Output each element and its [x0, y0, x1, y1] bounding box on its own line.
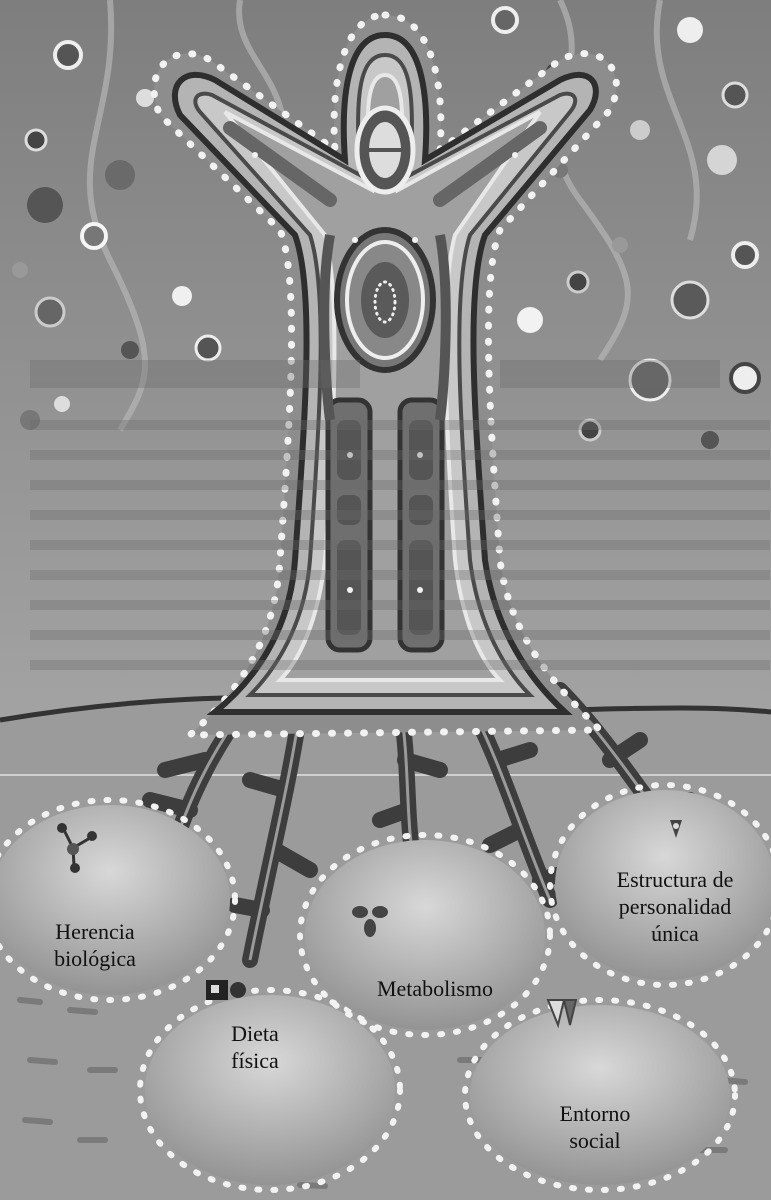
label-metabolismo: Metabolismo: [345, 975, 525, 1002]
label-herencia-biologica: Herencia biológica: [20, 918, 170, 972]
food-icon: [206, 980, 246, 1000]
label-dieta-fisica: Dieta física: [200, 1020, 310, 1074]
label-estructura-personalidad: Estructura de personalidad única: [590, 866, 760, 947]
label-entorno-social: Entorno social: [535, 1100, 655, 1154]
